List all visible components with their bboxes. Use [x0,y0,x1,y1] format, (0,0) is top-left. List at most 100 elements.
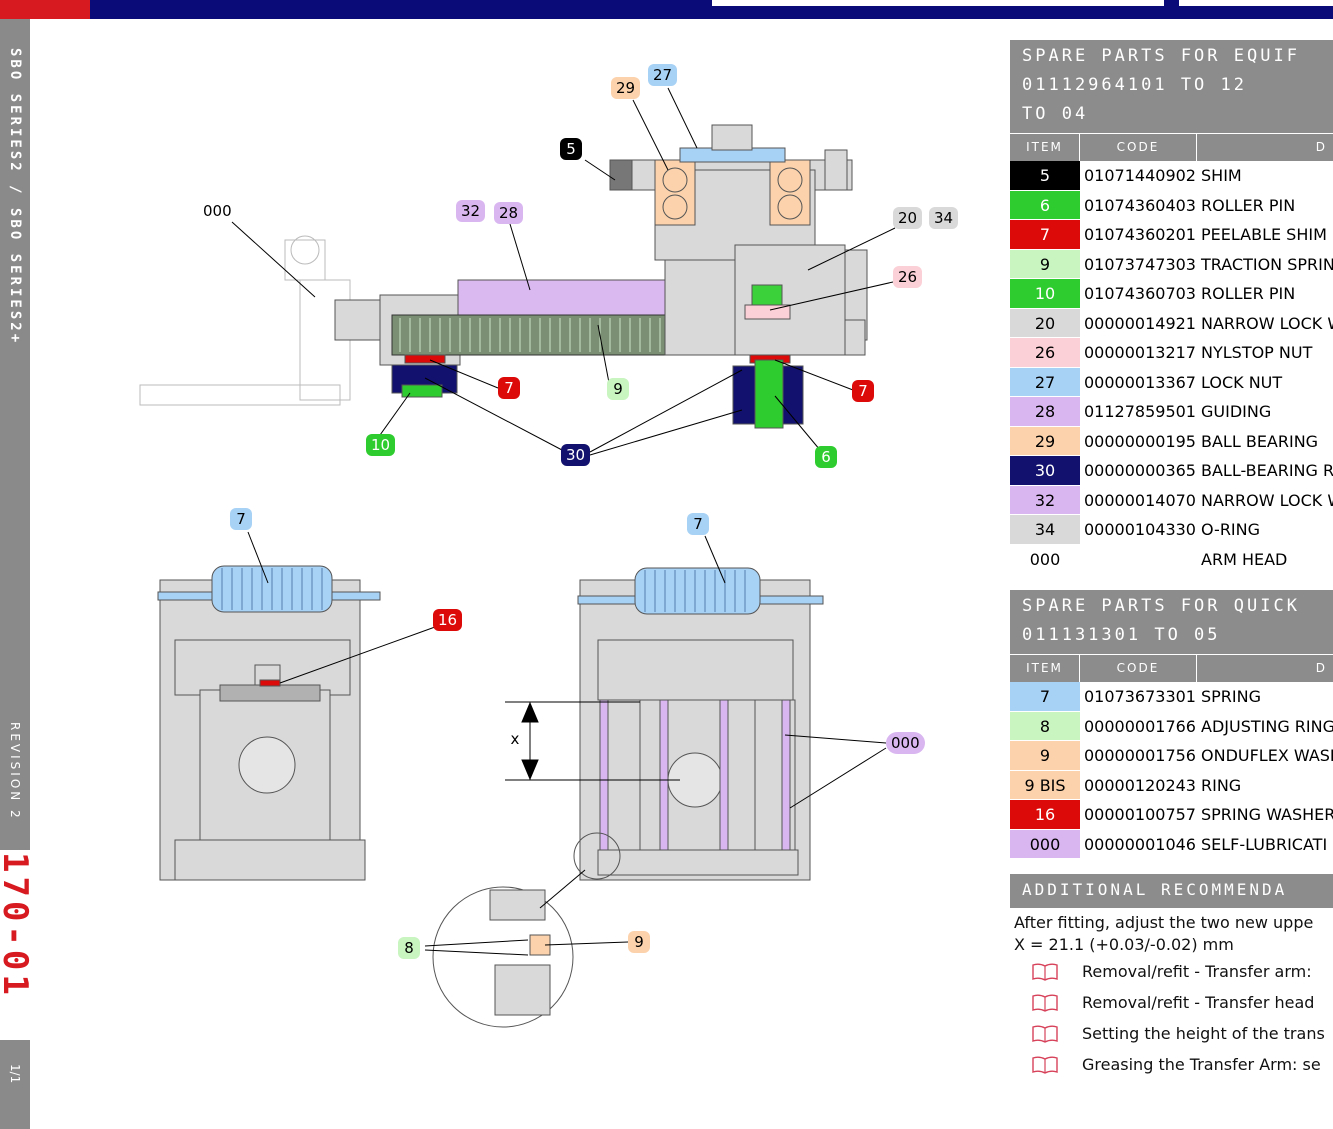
table-2-title-line-1: SPARE PARTS FOR QUICK [1022,596,1300,616]
part-description: SPRING WASHER [1201,805,1333,824]
part-code: 00000000195 [1084,431,1196,451]
additional-text-line-2: X = 21.1 (+0.03/-0.02) mm [1014,935,1234,954]
part-code: 01074360201 [1084,225,1196,244]
callout-6: 6 [815,446,837,468]
doc-code: 170-01 [0,852,35,999]
callout-7-a: 7 [498,377,520,399]
callout-20: 20 [893,207,923,229]
part-code: 01073747303 [1084,254,1196,274]
part-code: 00000001766 [1084,716,1196,736]
reference-links: Removal/refit - Transfer arm: Removal/ref… [1010,956,1333,1080]
top-bar-field-2 [1179,0,1333,6]
table-1-title-line-1: SPARE PARTS FOR EQUIF [1022,46,1300,66]
part-code: 01127859501 [1084,402,1196,421]
part-description: ADJUSTING RING [1201,716,1333,736]
part-code: 01074360403 [1084,195,1196,215]
item-number: 30 [1010,456,1080,485]
part-code: 00000120243 [1084,775,1196,795]
part-description: ARM HEAD [1201,549,1288,569]
item-number: 34 [1010,515,1080,544]
item-number: 8 [1010,711,1080,740]
additional-title: ADDITIONAL RECOMMENDA [1010,874,1333,908]
series-label: SBO SERIES2 / SBO SERIES2+ [7,48,23,346]
reference-link[interactable]: Removal/refit - Transfer arm: [1010,956,1333,987]
part-code: 01071440902 [1084,166,1196,185]
part-code: 00000013217 [1084,343,1196,362]
reference-link-text[interactable]: Setting the height of the trans [1082,1024,1325,1043]
part-code: 00000014070 [1084,490,1196,510]
book-icon [1032,994,1058,1012]
table-2-title: SPARE PARTS FOR QUICK 011131301 TO 05 [1010,590,1333,654]
part-description: NYLSTOP NUT [1201,343,1313,362]
callout-000-top: 000 [203,202,232,220]
reference-link[interactable]: Greasing the Transfer Arm: se [1010,1049,1333,1080]
callout-7-d: 7 [687,513,709,535]
column-item: ITEM [1010,655,1080,682]
callout-000-right: 000 [886,732,925,754]
additional-text-line-1: After fitting, adjust the two new uppe [1014,913,1314,932]
top-bar-accent [0,0,90,19]
reference-link[interactable]: Removal/refit - Transfer head [1010,987,1333,1018]
part-description: ONDUFLEX WASH [1201,746,1333,765]
top-bar [0,0,1333,19]
part-description: LOCK NUT [1201,372,1283,392]
column-code: CODE [1080,134,1197,161]
item-number: 26 [1010,338,1080,367]
part-description: NARROW LOCK W [1201,490,1333,510]
reference-link[interactable]: Setting the height of the trans [1010,1018,1333,1049]
table-2-header: ITEM CODE D [1010,654,1333,682]
part-description: SELF-LUBRICATI [1201,834,1328,854]
top-bar-field [712,0,1164,6]
callout-7-c: 7 [230,508,252,530]
table-1-header: ITEM CODE D [1010,133,1333,161]
spare-parts-table-2: SPARE PARTS FOR QUICK 011131301 TO 05 IT… [1010,590,1333,859]
table-1-title: SPARE PARTS FOR EQUIF 01112964101 TO 12 … [1010,40,1333,133]
item-number: 27 [1010,367,1080,396]
reference-link-text[interactable]: Removal/refit - Transfer head [1082,993,1315,1012]
item-number: 7 [1010,220,1080,249]
part-description: NARROW LOCK W [1201,313,1333,333]
item-number: 7 [1010,682,1080,711]
reference-link-text[interactable]: Greasing the Transfer Arm: se [1082,1055,1321,1074]
item-number: 10 [1010,279,1080,308]
book-icon [1032,1056,1058,1074]
item-number: 6 [1010,190,1080,219]
part-description: ROLLER PIN [1201,195,1296,215]
part-code: 00000100757 [1084,805,1196,824]
part-description: RING [1201,775,1242,795]
part-code: 00000014921 [1084,313,1196,333]
item-number: 32 [1010,485,1080,514]
table-1-title-line-3: TO 04 [1022,104,1089,124]
part-description: BALL-BEARING R [1201,461,1333,480]
part-description: O-RING [1201,520,1261,539]
part-description: SPRING [1201,687,1262,706]
part-description: BALL BEARING [1201,431,1319,451]
column-description: D [1315,661,1327,675]
column-description: D [1315,140,1327,154]
part-code: 00000013367 [1084,372,1196,392]
spare-parts-table-1: SPARE PARTS FOR EQUIF 01112964101 TO 12 … [1010,40,1333,574]
part-description: TRACTION SPRIN [1201,254,1333,274]
parts-drawing [139,87,896,1028]
item-number: 9 [1010,249,1080,278]
callout-27: 27 [648,64,678,86]
callout-29: 29 [611,77,641,99]
reference-link-text[interactable]: Removal/refit - Transfer arm: [1082,962,1312,981]
item-number: 9 BIS [1010,770,1080,799]
callout-32: 32 [456,200,486,222]
part-description: PEELABLE SHIM [1201,225,1327,244]
